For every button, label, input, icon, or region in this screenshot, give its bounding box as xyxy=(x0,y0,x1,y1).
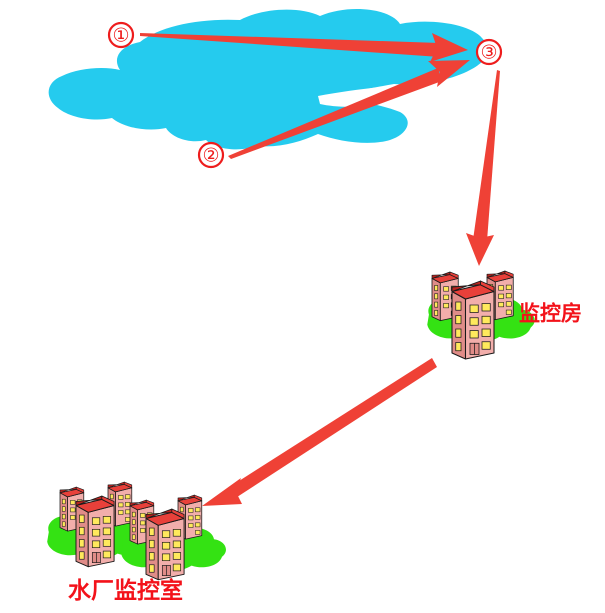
marker-3[interactable]: ③ xyxy=(475,38,503,66)
arrow-marker3-to-monitor-room xyxy=(466,70,500,266)
monitor-room-building-front xyxy=(451,280,495,360)
water-plant-site[interactable]: 水厂监控室 xyxy=(47,481,226,603)
arrow-monitor-room-to-water-plant xyxy=(202,358,437,506)
arrow-marker2-to-marker3 xyxy=(228,60,470,159)
marker-2[interactable]: ② xyxy=(197,141,225,169)
marker-1[interactable]: ① xyxy=(107,21,135,49)
monitor-room-site[interactable]: 监控房 xyxy=(427,270,582,360)
marker-2-label: ② xyxy=(202,146,219,167)
marker-3-label: ③ xyxy=(480,43,497,64)
arrow-marker1-to-marker3 xyxy=(140,33,468,62)
water-plant-label: 水厂监控室 xyxy=(68,577,183,603)
water-plant-building-a-front xyxy=(75,495,115,568)
marker-1-label: ① xyxy=(112,26,129,47)
water-plant-building-b-front xyxy=(145,508,185,581)
monitor-room-label: 监控房 xyxy=(519,302,582,326)
